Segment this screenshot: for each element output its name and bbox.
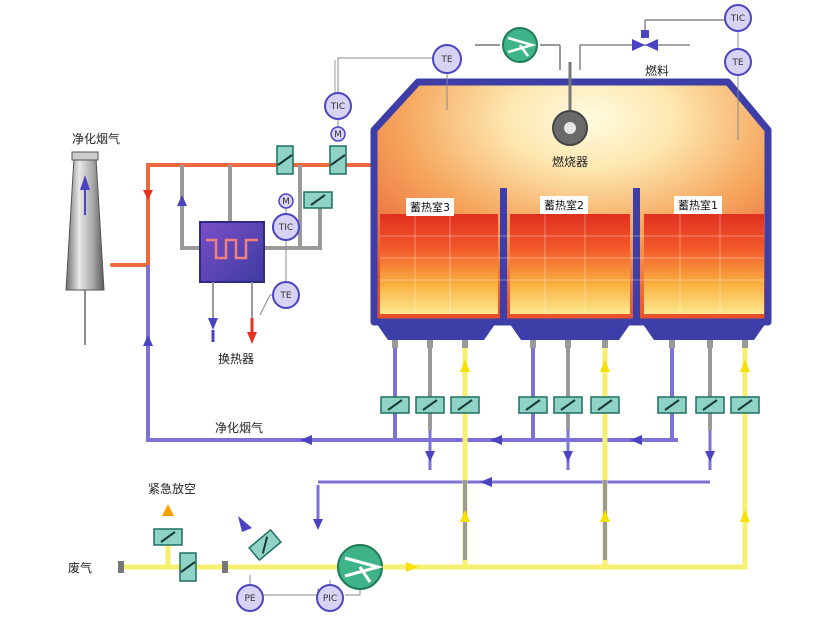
grey-riser-pipes	[428, 340, 712, 560]
main-fan	[337, 544, 384, 590]
flow-arrow	[425, 451, 435, 462]
flow-arrow	[490, 435, 502, 445]
label-purified-gas-return: 净化烟气	[215, 421, 264, 435]
damper-valve[interactable]	[153, 528, 183, 546]
svg-text:M: M	[334, 130, 342, 140]
svg-text:TE: TE	[440, 55, 452, 65]
instrument-signal-lines	[249, 30, 739, 596]
svg-text:TIC: TIC	[330, 102, 345, 112]
flow-arrow	[600, 510, 610, 522]
svg-text:TIC: TIC	[278, 223, 293, 233]
damper-valve[interactable]	[590, 396, 620, 414]
svg-text:PIC: PIC	[323, 594, 337, 604]
flow-arrow	[630, 435, 642, 445]
svg-text:PE: PE	[244, 594, 255, 604]
instrument-tic-top-right: TIC	[724, 4, 752, 32]
damper-valve[interactable]	[730, 396, 760, 414]
flow-arrow	[406, 562, 418, 572]
flow-arrow	[300, 435, 312, 445]
bed-chamber-3	[380, 214, 498, 314]
damper-valve[interactable]	[248, 528, 282, 562]
damper-valve[interactable]	[657, 396, 687, 414]
flow-arrow	[563, 451, 573, 462]
damper-valve[interactable]	[380, 396, 410, 414]
hot-gas-pipe	[110, 163, 372, 267]
flow-arrow	[460, 510, 470, 522]
svg-text:M: M	[282, 197, 290, 207]
label-chamber-1: 蓄热室1	[674, 196, 722, 214]
flow-arrow	[740, 360, 750, 372]
instrument-tic-exchanger: TIC	[272, 213, 300, 241]
svg-text:TE: TE	[279, 291, 291, 301]
combustion-air-fan	[475, 27, 561, 70]
flow-arrow	[600, 360, 610, 372]
intake-arrow	[238, 516, 252, 532]
label-fuel: 燃料	[645, 64, 670, 78]
label-chamber-3: 蓄热室3	[406, 198, 454, 216]
svg-text:TIC: TIC	[730, 14, 745, 24]
pipe-flange	[222, 561, 228, 573]
damper-valve[interactable]	[450, 396, 480, 414]
instrument-te-exchanger: TE	[272, 281, 300, 309]
damper-valve[interactable]	[518, 396, 548, 414]
damper-valve[interactable]	[179, 552, 197, 582]
damper-valve[interactable]	[553, 396, 583, 414]
label-heat-exchanger: 换热器	[218, 352, 255, 366]
motor-lower: M	[278, 193, 294, 209]
flow-arrow	[162, 504, 174, 516]
flow-arrow	[460, 360, 470, 372]
damper-valve[interactable]	[695, 396, 725, 414]
instrument-pic: PIC	[316, 584, 344, 612]
damper-valve[interactable]	[276, 145, 294, 175]
clean-gas-pipe	[146, 265, 678, 442]
damper-valve[interactable]	[329, 145, 347, 175]
bed-chamber-1	[644, 214, 764, 314]
label-waste-gas: 废气	[68, 561, 93, 575]
label-chamber-2: 蓄热室2	[540, 196, 588, 214]
flow-arrow	[313, 519, 323, 530]
instrument-te-right: TE	[724, 48, 752, 76]
damper-valve[interactable]	[303, 191, 333, 209]
instrument-te-top: TE	[432, 44, 462, 74]
svg-text:TE: TE	[731, 58, 743, 68]
instrument-pe: PE	[236, 584, 264, 612]
exchanger-bypass-pipes	[177, 60, 336, 250]
label-burner: 燃烧器	[552, 155, 589, 169]
exhaust-stack	[65, 151, 105, 345]
flow-arrow	[480, 477, 492, 487]
fuel-valve	[632, 30, 658, 51]
heat-exchanger	[199, 221, 265, 344]
flow-arrow	[740, 510, 750, 522]
distribution-pipe	[316, 335, 712, 525]
label-purified-gas-stack: 净化烟气	[72, 132, 121, 146]
damper-valve[interactable]	[415, 396, 445, 414]
instrument-tic-left: TIC	[324, 92, 352, 120]
flow-arrow	[705, 451, 715, 462]
flow-arrow	[143, 335, 153, 346]
bed-chamber-2	[510, 214, 630, 314]
label-emergency-vent: 紧急放空	[148, 482, 197, 496]
motor-upper: M	[330, 126, 346, 142]
burner	[552, 62, 588, 146]
valve-group	[153, 145, 760, 582]
pipe-flange	[118, 561, 124, 573]
